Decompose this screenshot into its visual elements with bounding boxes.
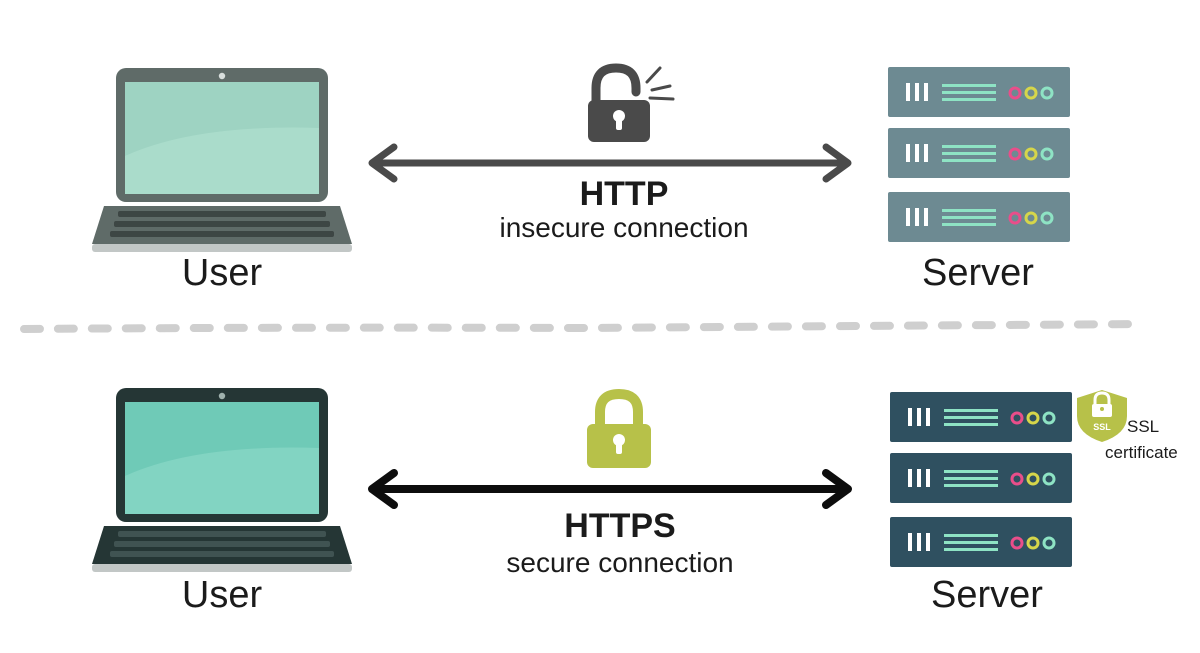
- user-label-insecure: User: [181, 252, 263, 294]
- insecure-connection-label: insecure connection: [499, 212, 749, 243]
- https-double-arrow: [368, 469, 852, 509]
- section-divider: [20, 320, 1146, 333]
- ssl-label: SSL: [1127, 417, 1160, 436]
- server-rack-secure: [890, 392, 1072, 567]
- locked-padlock-icon: [587, 388, 651, 468]
- user-label-secure: User: [181, 574, 263, 616]
- server-unit: [890, 392, 1072, 442]
- server-label-insecure: Server: [922, 252, 1034, 294]
- server-label-secure: Server: [931, 574, 1043, 616]
- http-double-arrow: [368, 143, 852, 183]
- server-unit: [888, 128, 1070, 178]
- server-unit: [890, 517, 1072, 567]
- certificate-label: certificate: [1105, 443, 1178, 462]
- ssl-badge-text: SSL: [1093, 422, 1111, 432]
- server-unit: [888, 67, 1070, 117]
- user-laptop-secure: [92, 388, 352, 572]
- secure-connection-label: secure connection: [506, 547, 734, 578]
- https-protocol-label: HTTPS: [564, 507, 676, 545]
- user-laptop-insecure: [92, 68, 352, 252]
- unlocked-padlock-icon: [588, 63, 675, 142]
- ssl-shield-icon: SSL: [1077, 390, 1127, 442]
- server-unit: [888, 192, 1070, 242]
- http-protocol-label: HTTP: [579, 175, 669, 213]
- server-unit: [890, 453, 1072, 503]
- server-rack-insecure: [888, 67, 1070, 242]
